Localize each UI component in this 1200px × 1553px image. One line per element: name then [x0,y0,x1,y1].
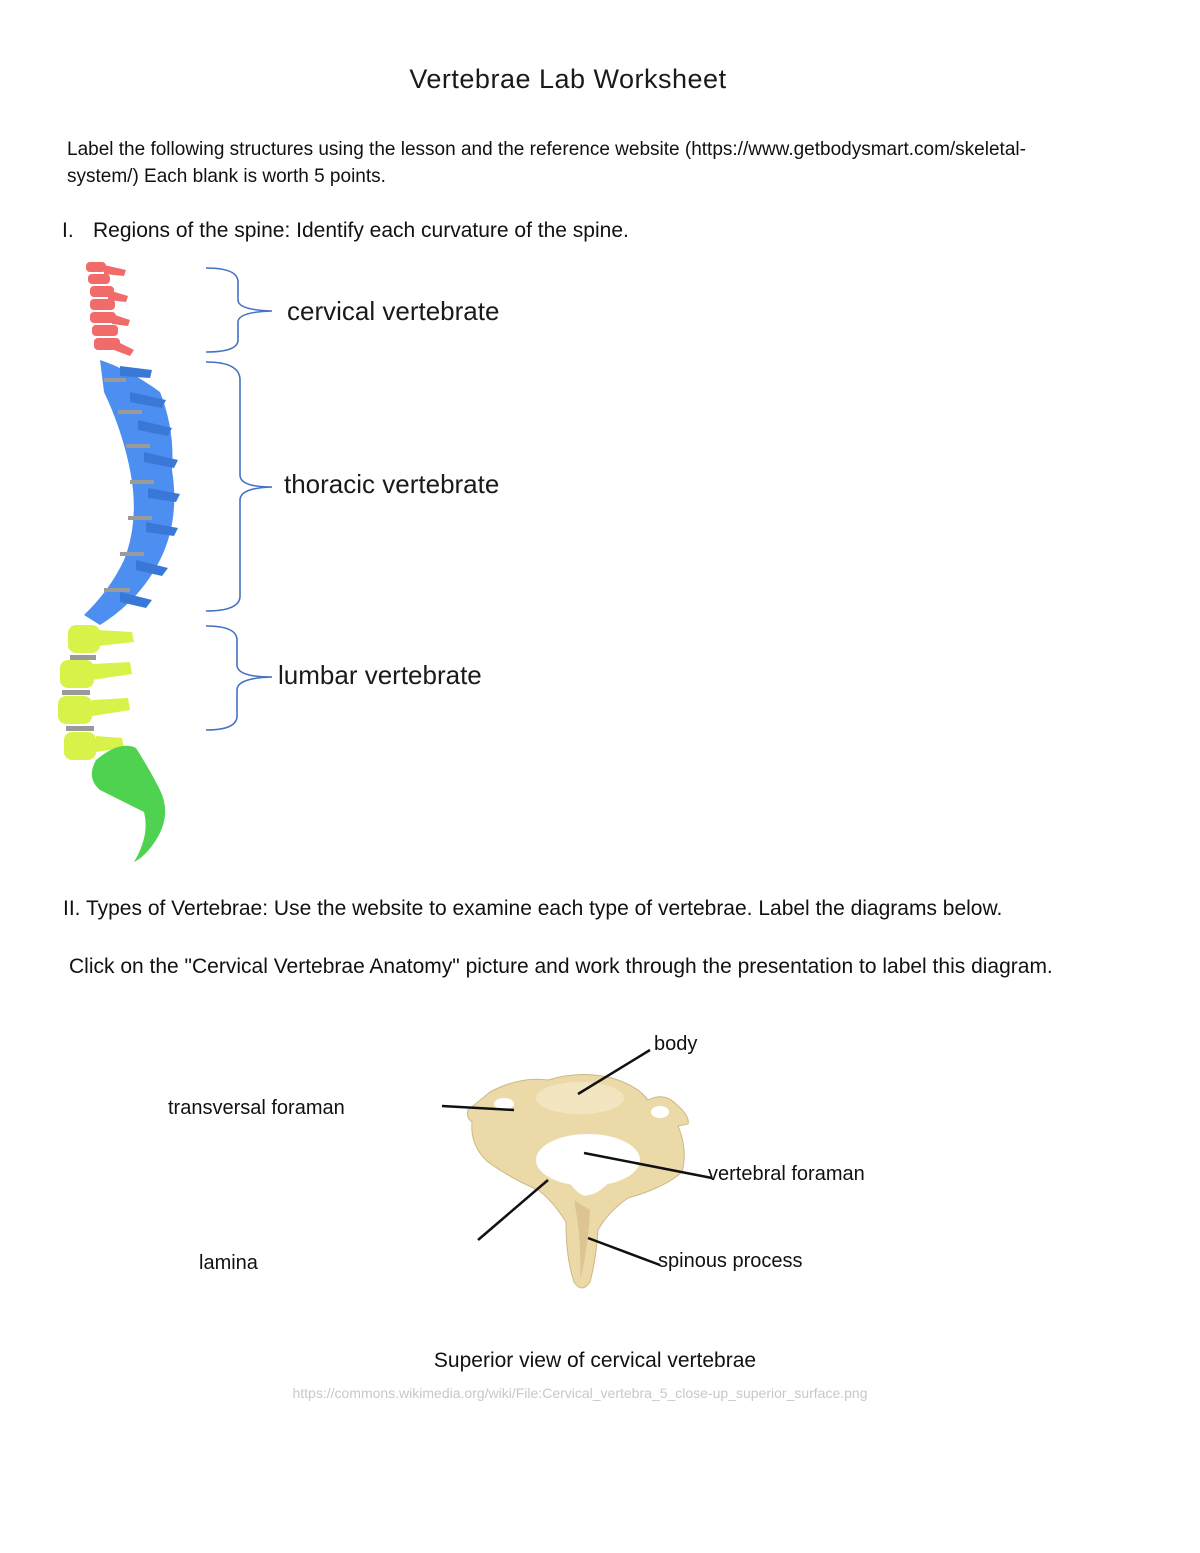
spine-illustration [58,262,180,862]
image-source-link[interactable]: https://commons.wikimedia.org/wiki/File:… [292,1385,868,1401]
thoracic-region [84,360,180,625]
section-1-number: I. [62,219,74,242]
section-2-heading: II. Types of Vertebrae: Use the website … [63,897,1003,920]
region-brackets [205,267,273,731]
section-2-instruction: Click on the "Cervical Vertebrae Anatomy… [69,955,1053,978]
lumbar-bracket [205,625,273,731]
figure-caption: Superior view of cervical vertebrae [433,1349,757,1372]
vertebral-foraman-leader-line [583,1151,713,1180]
thoracic-label: thoracic vertebrate [284,469,500,499]
body-label: body [654,1033,698,1055]
vertebral-foraman-label: vertebral foraman [708,1163,865,1185]
cervical-region [86,262,134,356]
lamina-label: lamina [199,1252,258,1274]
instructions: Label the following structures using the… [67,139,1026,187]
section-1-text: Regions of the spine: Identify each curv… [93,219,629,242]
cervical-vertebra-illustration [467,1073,689,1289]
lumbar-region [58,625,134,760]
intervertebral-discs [62,378,154,731]
lamina-leader-line [477,1179,549,1241]
body-leader-line [577,1048,651,1096]
spinous-process-leader-line [587,1236,661,1267]
transversal-foraman-leader-line [441,1104,515,1112]
transversal-foraman-label: transversal foraman [168,1097,345,1119]
page-title: Vertebrae Lab Worksheet [409,64,727,94]
section-1-heading: I. Regions of the spine: Identify each cu… [62,219,629,243]
lumbar-label: lumbar vertebrate [278,660,482,690]
sacrum-region [91,745,166,862]
thoracic-bracket [205,361,273,612]
cervical-label: cervical vertebrate [287,296,500,326]
label-leader-lines [441,1048,713,1267]
cervical-bracket [205,267,273,353]
spinous-process-label: spinous process [658,1250,803,1272]
